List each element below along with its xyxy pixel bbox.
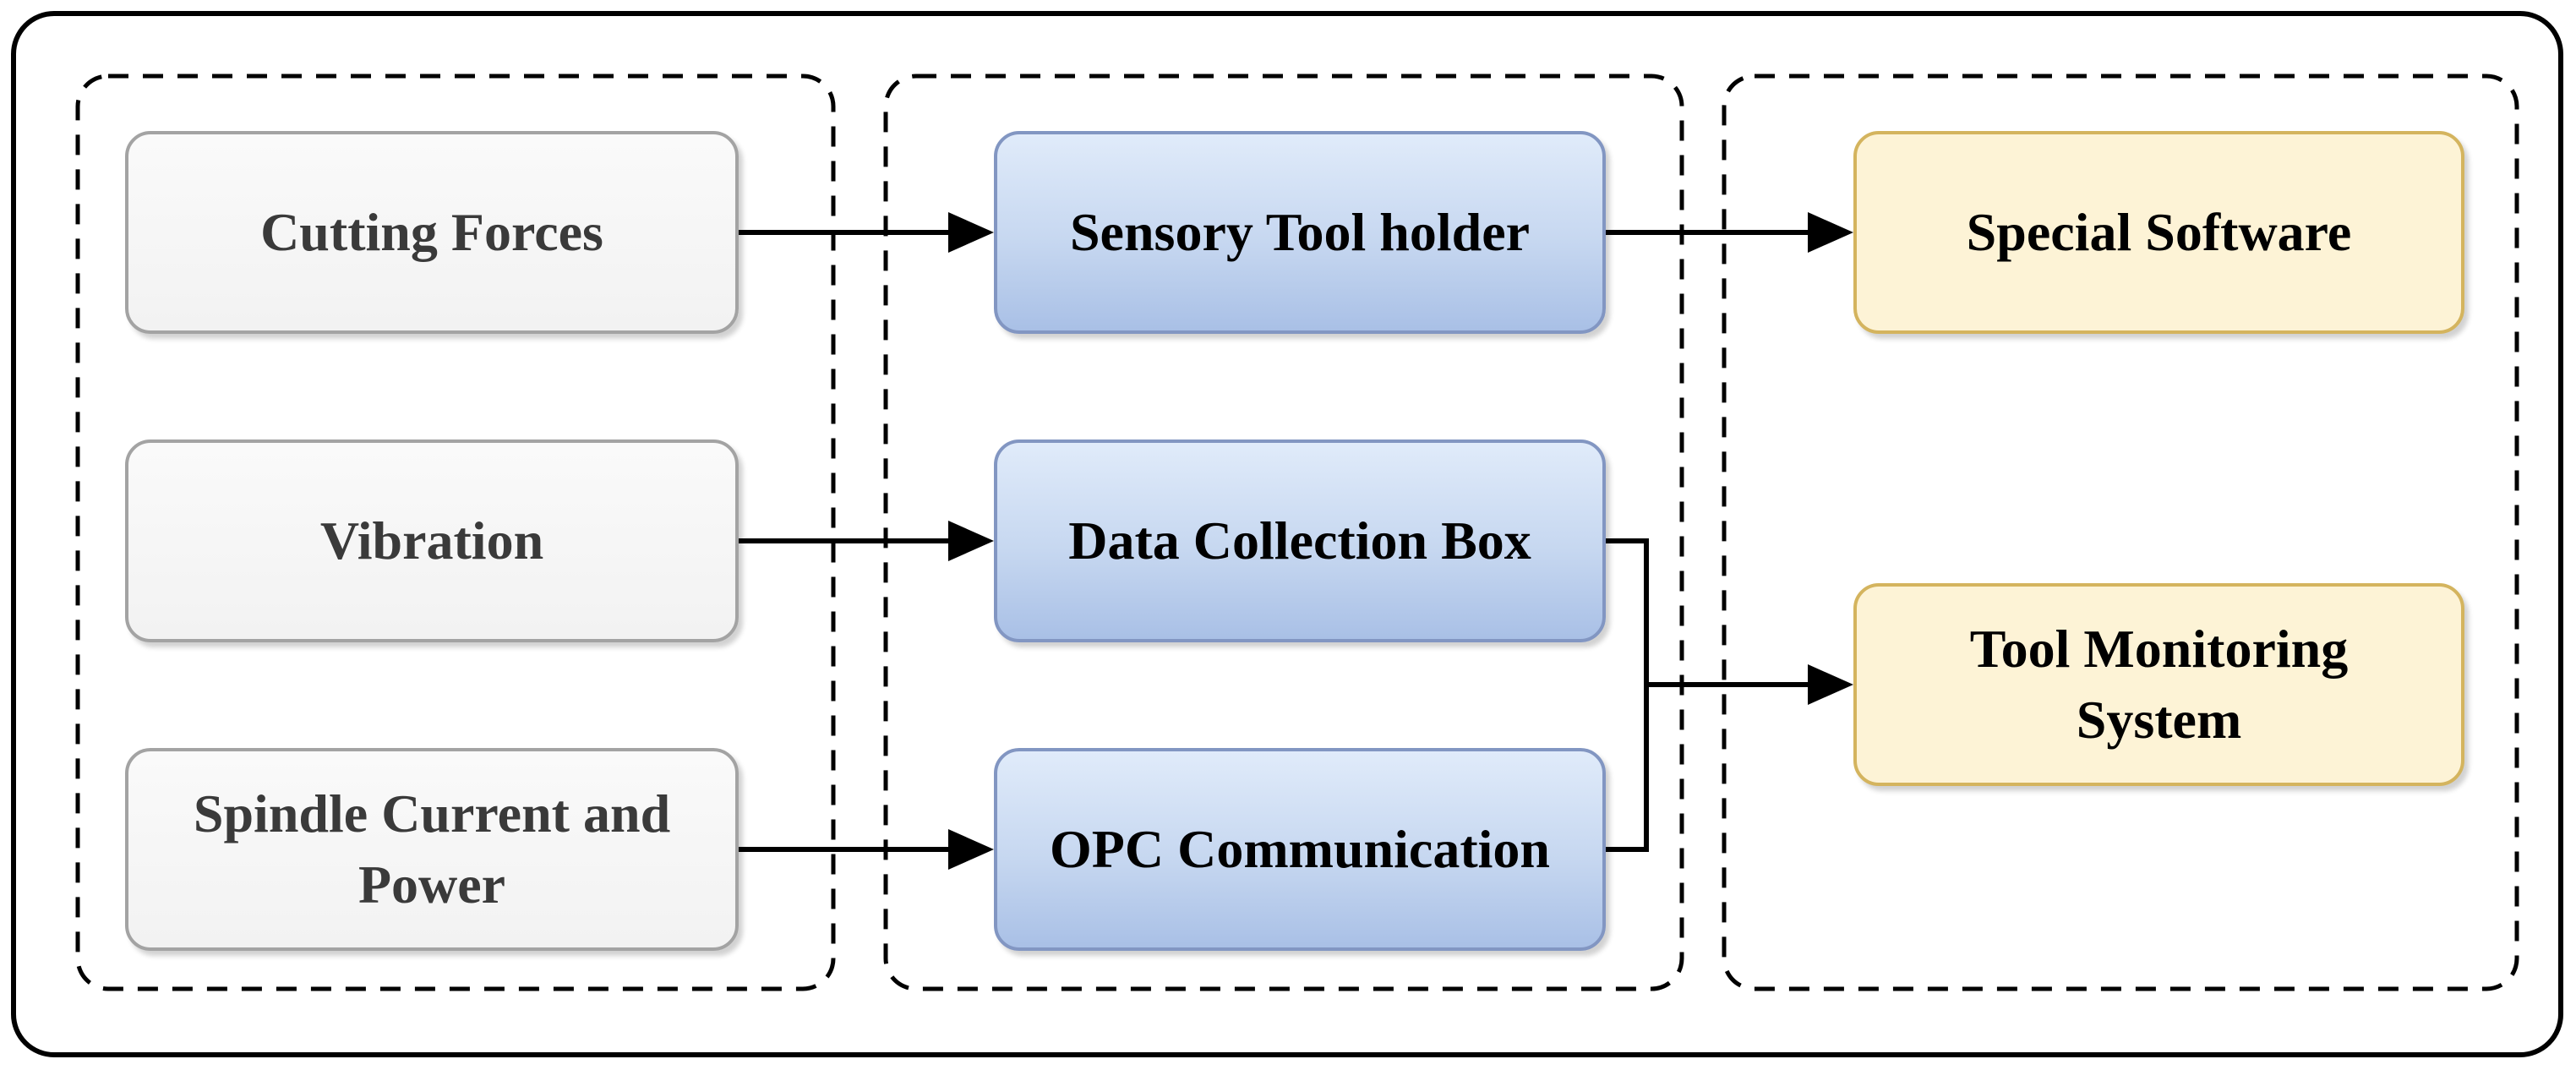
arrow-merge-to-monitoring <box>1646 664 1853 705</box>
group-acquisition-frame <box>883 74 1684 991</box>
node-data-collection-box-label: Data Collection Box <box>1068 510 1531 570</box>
node-data-collection-box: Data Collection Box <box>994 439 1606 642</box>
arrow-sensory-to-software <box>1606 212 1853 253</box>
node-tool-monitoring-system-label: Tool Monitoring System <box>1969 618 2349 750</box>
node-tool-monitoring-system: Tool Monitoring System <box>1853 583 2464 786</box>
node-special-software: Special Software <box>1853 131 2464 334</box>
node-sensory-tool-holder: Sensory Tool holder <box>994 131 1606 334</box>
outer-frame <box>11 11 2563 1057</box>
merge-bracket <box>1606 538 1649 852</box>
node-opc-communication-label: OPC Communication <box>1050 818 1550 879</box>
node-spindle-current-label: Spindle Current and Power <box>193 783 671 914</box>
arrow-cutting-to-sensory <box>739 212 994 253</box>
node-spindle-current: Spindle Current and Power <box>125 748 739 951</box>
node-sensory-tool-holder-label: Sensory Tool holder <box>1069 201 1531 262</box>
node-vibration: Vibration <box>125 439 739 642</box>
node-special-software-label: Special Software <box>1966 201 2352 262</box>
node-cutting-forces-label: Cutting Forces <box>260 201 603 262</box>
node-vibration-label: Vibration <box>319 510 544 570</box>
node-cutting-forces: Cutting Forces <box>125 131 739 334</box>
group-processing-frame <box>1722 74 2519 991</box>
node-opc-communication: OPC Communication <box>994 748 1606 951</box>
group-signals-frame <box>75 74 836 991</box>
arrow-spindle-to-opc <box>739 829 994 870</box>
arrow-vibration-to-databox <box>739 521 994 561</box>
